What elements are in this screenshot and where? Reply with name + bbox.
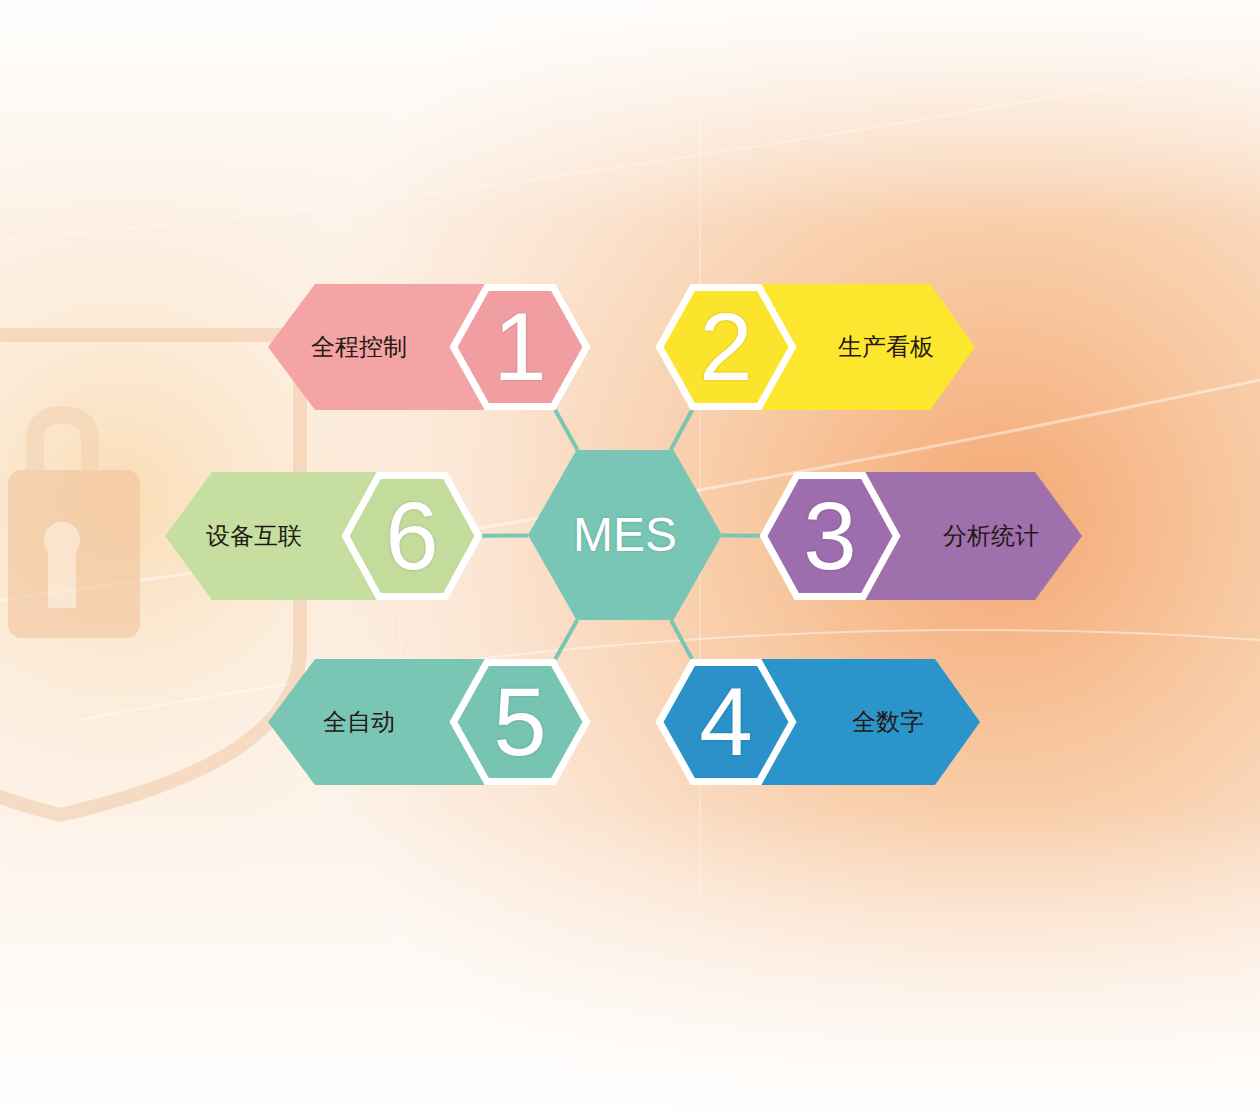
feature-label: 全自动 <box>323 710 395 734</box>
banner-outline <box>268 284 520 410</box>
number-hexagon: 6 <box>342 472 482 600</box>
connector-line <box>555 620 577 659</box>
hexagon-outline <box>346 476 479 597</box>
banner-outline <box>726 659 980 785</box>
callout-number: 5 <box>493 674 546 770</box>
hexagon-outline <box>528 450 722 620</box>
feature-label: 分析统计 <box>943 524 1039 548</box>
callout-number: 6 <box>385 488 438 584</box>
center-hexagon: MES <box>528 450 722 620</box>
number-hexagon: 3 <box>760 472 900 600</box>
hexagon-outline <box>454 288 587 407</box>
callout-number: 1 <box>493 299 546 395</box>
hexagon-outline <box>454 663 587 782</box>
number-hexagon: 1 <box>450 284 590 410</box>
number-hexagon: 2 <box>656 284 796 410</box>
connector-line <box>482 533 528 537</box>
feature-label: 生产看板 <box>838 335 934 359</box>
callout-number: 4 <box>699 674 752 770</box>
center-title: MES <box>573 511 677 559</box>
connector-line <box>671 410 692 450</box>
banner-outline <box>165 472 412 600</box>
hexagon-outline <box>660 663 793 782</box>
connector-line <box>555 410 577 450</box>
hexagon-outline <box>764 476 897 597</box>
number-hexagon: 5 <box>450 659 590 785</box>
banner-outline <box>830 472 1082 600</box>
feature-label: 设备互联 <box>206 524 302 548</box>
number-hexagon: 4 <box>656 659 796 785</box>
feature-label: 全程控制 <box>311 335 407 359</box>
banner-outline <box>726 284 975 410</box>
callout-number: 2 <box>699 299 752 395</box>
feature-label: 全数字 <box>852 710 924 734</box>
connector-line <box>671 620 692 659</box>
connector-line <box>722 533 760 537</box>
callout-number: 3 <box>803 488 856 584</box>
hexagon-outline <box>660 288 793 407</box>
banner-outline <box>268 659 520 785</box>
